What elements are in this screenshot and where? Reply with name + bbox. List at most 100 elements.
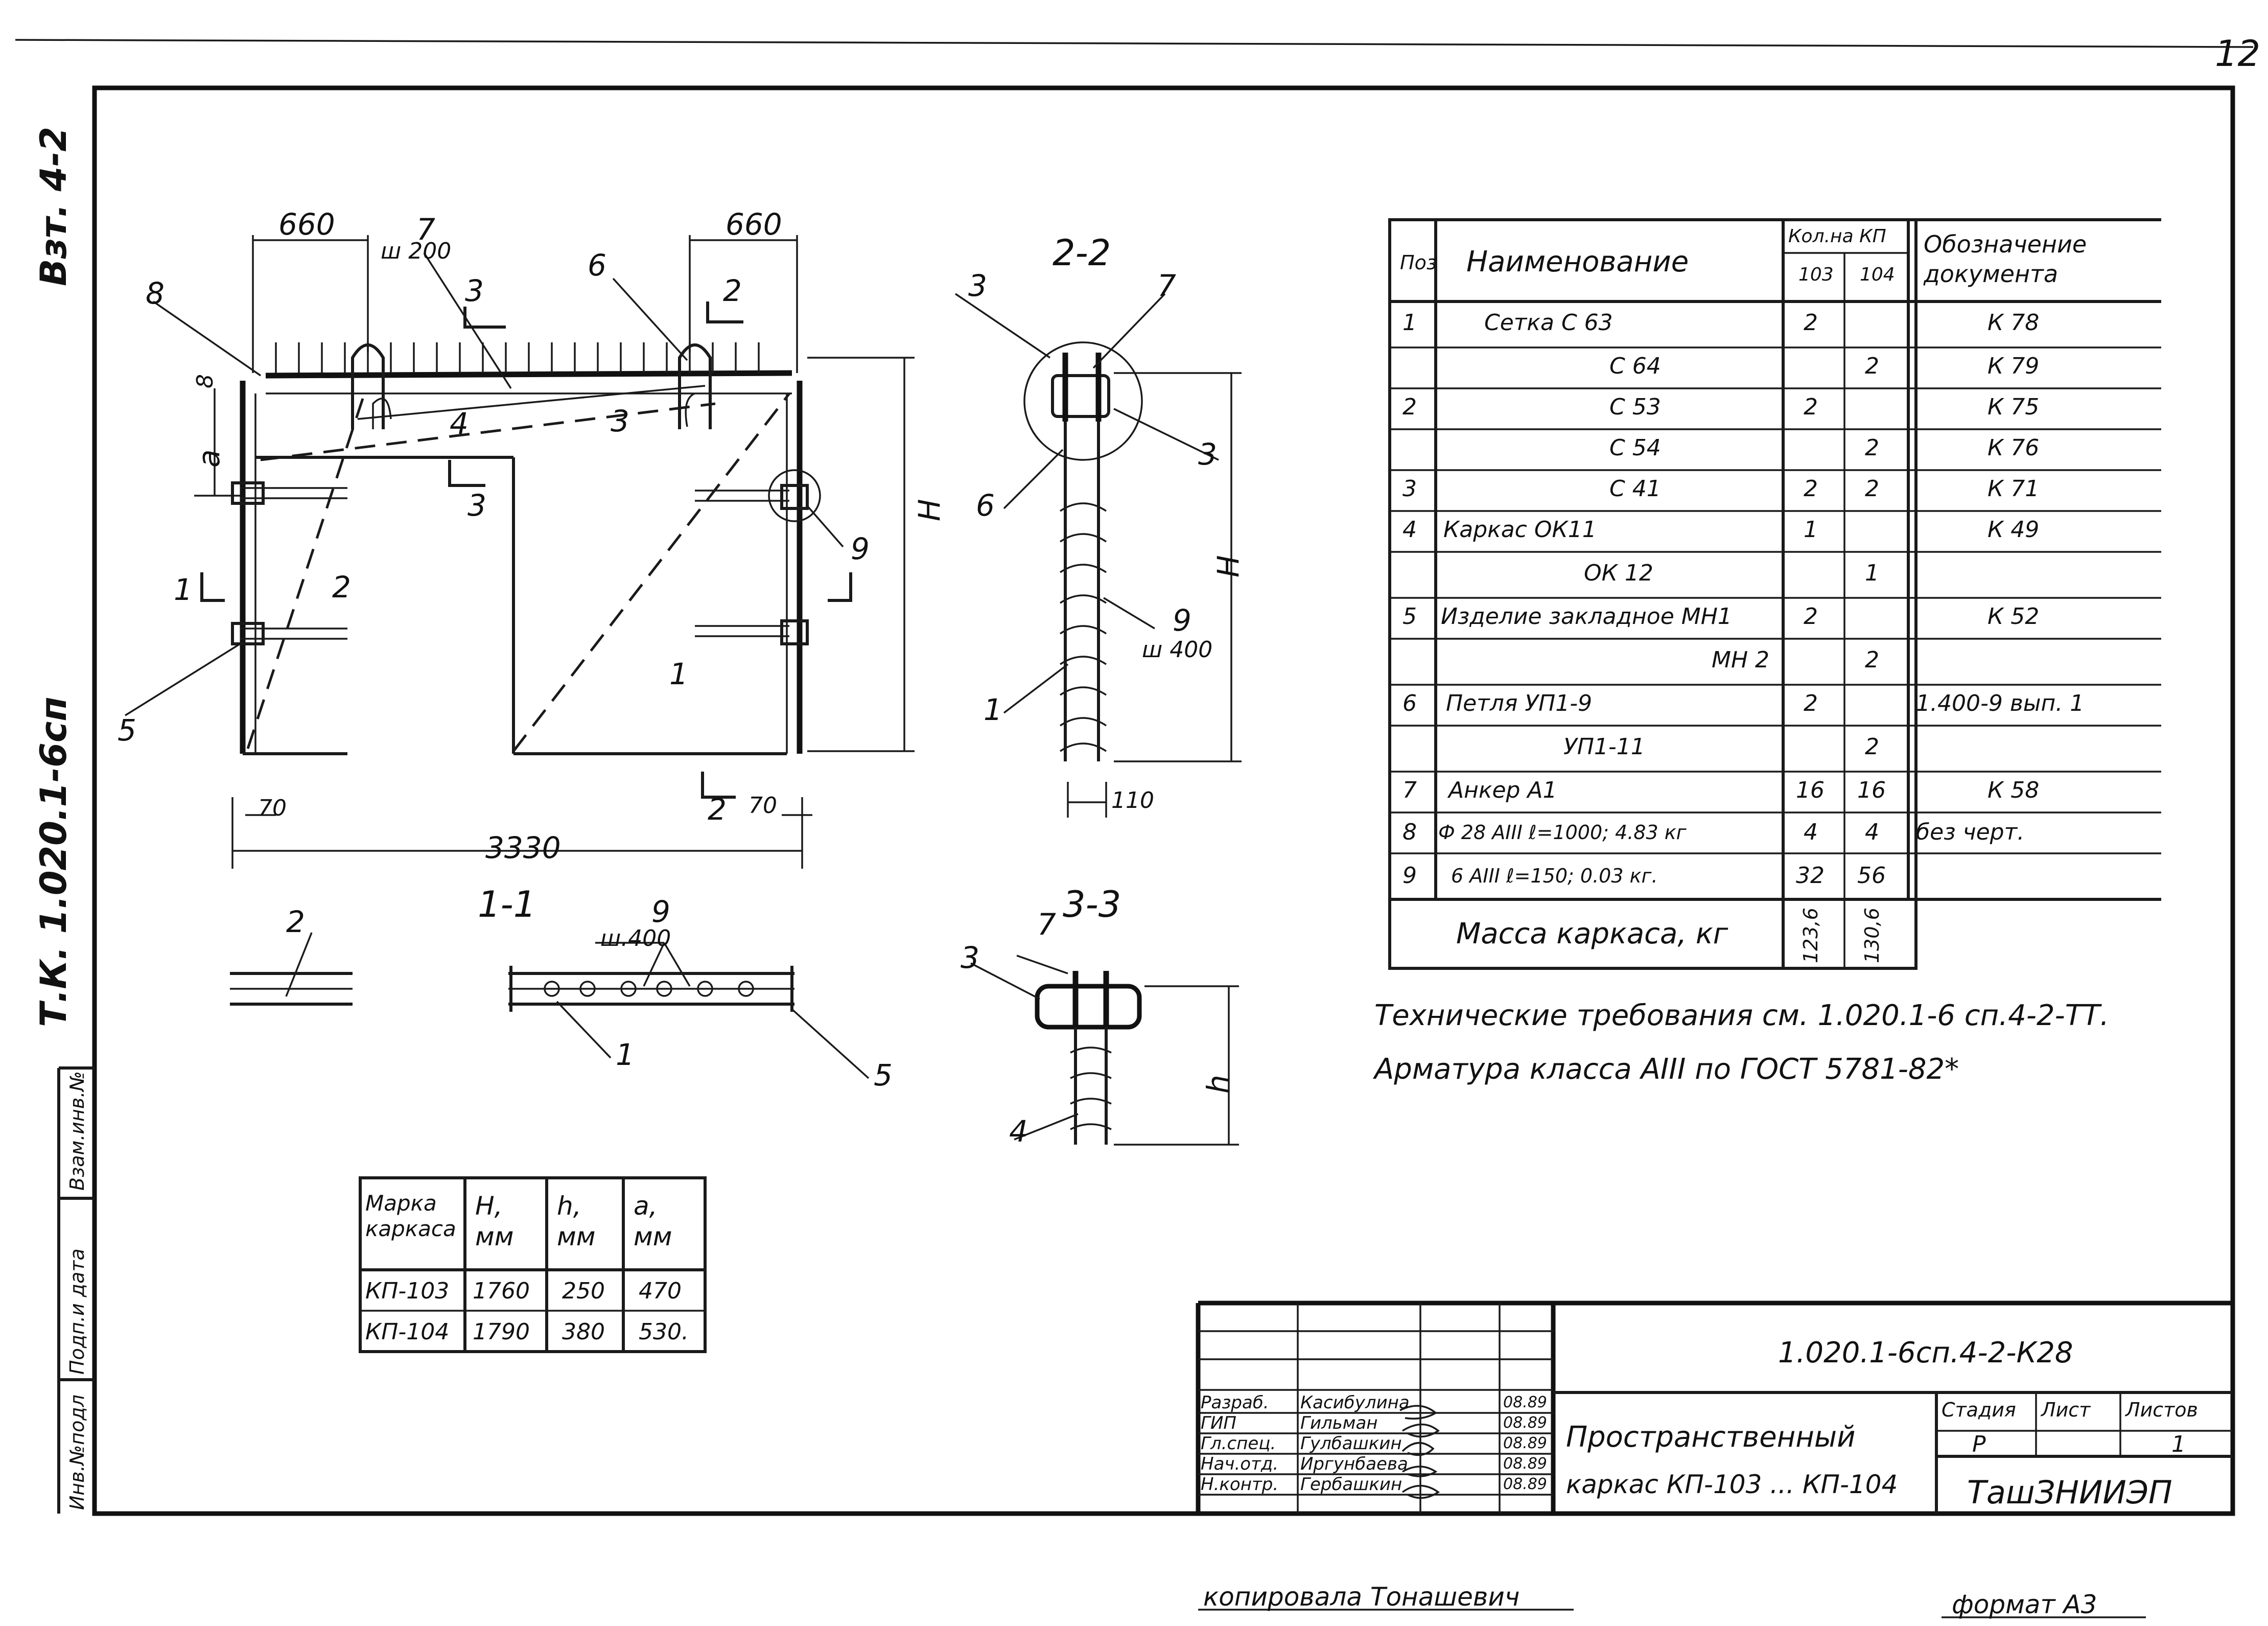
tb-sheet-label: Лист xyxy=(2041,1399,2091,1421)
dim-small-8: 8 xyxy=(192,374,218,388)
spec-row-4-q104: 2 xyxy=(1865,435,1879,461)
spec-table-grid xyxy=(1388,218,2161,970)
spec-row-5-doc: К 71 xyxy=(1988,476,2040,502)
callout-4: 4 xyxy=(450,406,469,441)
s11-callout-2: 2 xyxy=(286,904,305,939)
tb-object-line2: каркас КП-103 ... КП-104 xyxy=(1566,1470,1898,1499)
spec-row-5-q104: 2 xyxy=(1865,476,1879,502)
spec-row-13-doc: без черт. xyxy=(1916,819,2025,845)
size-header-mark: Марка каркаса xyxy=(365,1191,456,1242)
s11-callout-1: 1 xyxy=(616,1037,635,1072)
spec-row-6-q103: 1 xyxy=(1804,517,1818,543)
elevation-view xyxy=(125,235,915,869)
spec-row-8-doc: К 52 xyxy=(1988,603,2040,630)
size-row-1-mark: КП-103 xyxy=(365,1278,450,1304)
spec-row-13-q103: 4 xyxy=(1804,819,1818,845)
callout-1: 1 xyxy=(669,657,688,691)
spec-row-7-q104: 1 xyxy=(1865,560,1879,586)
size-row-1-a: 470 xyxy=(639,1278,682,1304)
spec-row-10-pos: 6 xyxy=(1402,690,1417,716)
note-tech-requirements: Технические требования см. 1.020.1-6 сп.… xyxy=(1374,999,2109,1032)
spec-row-8-pos: 5 xyxy=(1402,603,1417,630)
spec-row-12-doc: К 58 xyxy=(1988,777,2040,803)
callout-6: 6 xyxy=(588,248,606,283)
s22-callout-3-right: 3 xyxy=(1198,437,1217,472)
spec-row-4-name: С 54 xyxy=(1609,435,1661,461)
footer-format: формат А3 xyxy=(1952,1590,2097,1619)
stamp-vzam-inv: Взам.инв.№ xyxy=(66,1071,88,1191)
dim-660-right: 660 xyxy=(726,207,782,242)
s33-callout-3: 3 xyxy=(961,940,979,975)
h-label-elevation: Н xyxy=(912,499,947,521)
size-header-H: Н, мм xyxy=(475,1191,514,1251)
tb-role-razrab: Разраб. xyxy=(1201,1392,1269,1413)
vzam-label: Взт. 4-2 xyxy=(33,126,75,286)
section-1-1-title: 1-1 xyxy=(478,884,536,925)
spec-row-8-q103: 2 xyxy=(1804,603,1818,630)
size-header-a: а, мм xyxy=(634,1191,672,1251)
spec-row-3-q103: 2 xyxy=(1804,394,1818,420)
s22-width-110: 110 xyxy=(1111,787,1154,814)
s22-callout-3-top: 3 xyxy=(968,268,987,303)
spec-row-5-name: С 41 xyxy=(1609,476,1661,502)
tb-organization: ТашЗНИИЭП xyxy=(1967,1474,2172,1511)
spec-mass-label: Масса каркаса, кг xyxy=(1456,917,1728,950)
spec-row-1-q103: 2 xyxy=(1804,310,1818,336)
tb-role-glspec: Гл.спец. xyxy=(1201,1433,1276,1454)
dim-3330: 3330 xyxy=(485,830,561,865)
tb-date-4: 08.89 xyxy=(1503,1455,1547,1473)
callout-3-mid: 3 xyxy=(611,404,629,438)
s22-step-400: ш 400 xyxy=(1142,637,1213,663)
dim-70-left: 70 xyxy=(258,795,287,821)
tb-date-2: 08.89 xyxy=(1503,1414,1547,1432)
tb-name-5: Гербашкин xyxy=(1300,1474,1402,1495)
a-label: а xyxy=(192,449,226,468)
spec-row-12-name: Анкер А1 xyxy=(1448,777,1557,803)
spec-row-10-q103: 2 xyxy=(1804,690,1818,716)
spec-row-13-q104: 4 xyxy=(1865,819,1879,845)
callout-3-top: 3 xyxy=(465,273,484,308)
spec-row-1-pos: 1 xyxy=(1402,310,1417,336)
spec-header-qty: Кол.на КП xyxy=(1788,226,1886,247)
series-label: Т.К. 1.020.1-6сп xyxy=(33,696,75,1027)
size-row-2-h: 380 xyxy=(562,1319,605,1345)
stamp-inv-podl: Инв.№подл xyxy=(66,1395,88,1510)
section-1-1 xyxy=(230,932,870,1079)
spec-mass-104: 130,6 xyxy=(1861,908,1883,963)
tb-name-1: Касибулина xyxy=(1300,1392,1410,1413)
tb-date-1: 08.89 xyxy=(1503,1393,1547,1411)
spec-header-doc: Обозначение документа xyxy=(1924,230,2087,288)
spec-row-2-name: С 64 xyxy=(1609,353,1661,379)
spec-header-name: Наименование xyxy=(1466,245,1689,278)
size-row-2-mark: КП-104 xyxy=(365,1319,450,1345)
section-3-3-title: 3-3 xyxy=(1063,884,1121,925)
s11-callout-9: 9 xyxy=(651,894,670,929)
s11-step-400: ш.400 xyxy=(600,925,671,951)
spec-mass-103: 123,6 xyxy=(1799,908,1822,963)
spec-row-3-pos: 2 xyxy=(1402,394,1417,420)
spec-row-13-pos: 8 xyxy=(1402,819,1417,845)
outer-frame xyxy=(92,85,2235,1516)
title-block-grid xyxy=(1196,1300,2233,1514)
s22-callout-1: 1 xyxy=(984,692,1002,727)
spec-row-3-doc: К 75 xyxy=(1988,394,2040,420)
spec-row-3-name: С 53 xyxy=(1609,394,1661,420)
tb-name-4: Иргунбаева xyxy=(1300,1454,1408,1474)
tb-date-3: 08.89 xyxy=(1503,1434,1547,1452)
footer-copied-by: копировала Тонашевич xyxy=(1203,1582,1520,1612)
size-table-grid xyxy=(359,1176,707,1353)
callout-3-low: 3 xyxy=(467,488,486,523)
spec-row-14-pos: 9 xyxy=(1402,863,1417,889)
callout-5: 5 xyxy=(118,713,136,748)
spec-row-9-q104: 2 xyxy=(1865,647,1879,673)
s33-callout-4: 4 xyxy=(1009,1114,1028,1149)
spec-row-14-q103: 32 xyxy=(1796,863,1825,889)
spec-row-12-q103: 16 xyxy=(1796,777,1825,803)
spec-row-9-name: МН 2 xyxy=(1712,647,1770,673)
section-2-2-title: 2-2 xyxy=(1053,232,1111,274)
tb-stage-value: Р xyxy=(1972,1431,1986,1457)
s22-callout-6: 6 xyxy=(976,488,995,523)
sheet-mark: 12 xyxy=(2215,33,2261,75)
